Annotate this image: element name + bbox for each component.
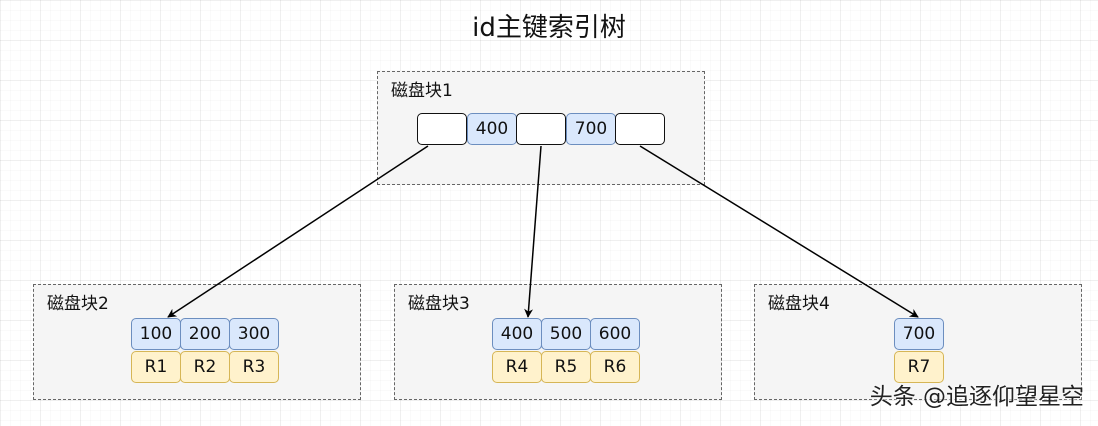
watermark: 头条 @追逐仰望星空 (869, 384, 1084, 410)
block-label: 磁盘块4 (768, 294, 830, 314)
root-pointer-1 (417, 113, 467, 145)
leaf-row: R6 (590, 351, 640, 383)
leaf-row: R7 (894, 351, 944, 383)
leaf-key: 300 (229, 318, 279, 350)
leaf-key: 700 (894, 318, 944, 350)
root-key: 400 (467, 113, 517, 145)
block-label: 磁盘块3 (408, 294, 470, 314)
arrow-to-leaf-2 (524, 145, 542, 318)
block-label: 磁盘块2 (47, 294, 109, 314)
arrow-to-leaf-3 (639, 145, 919, 318)
arrow-to-leaf-1 (167, 145, 429, 318)
leaf-key: 600 (590, 318, 640, 350)
leaf-key: 500 (541, 318, 591, 350)
root-key: 700 (566, 113, 616, 145)
leaf-key: 100 (131, 318, 181, 350)
block-label: 磁盘块1 (391, 81, 453, 101)
leaf-row: R3 (229, 351, 279, 383)
diagram-title: id主键索引树 (472, 13, 626, 43)
leaf-row: R2 (180, 351, 230, 383)
leaf-key: 400 (492, 318, 542, 350)
root-pointer-3 (615, 113, 665, 145)
leaf-row: R4 (492, 351, 542, 383)
leaf-row: R1 (131, 351, 181, 383)
root-pointer-2 (516, 113, 566, 145)
